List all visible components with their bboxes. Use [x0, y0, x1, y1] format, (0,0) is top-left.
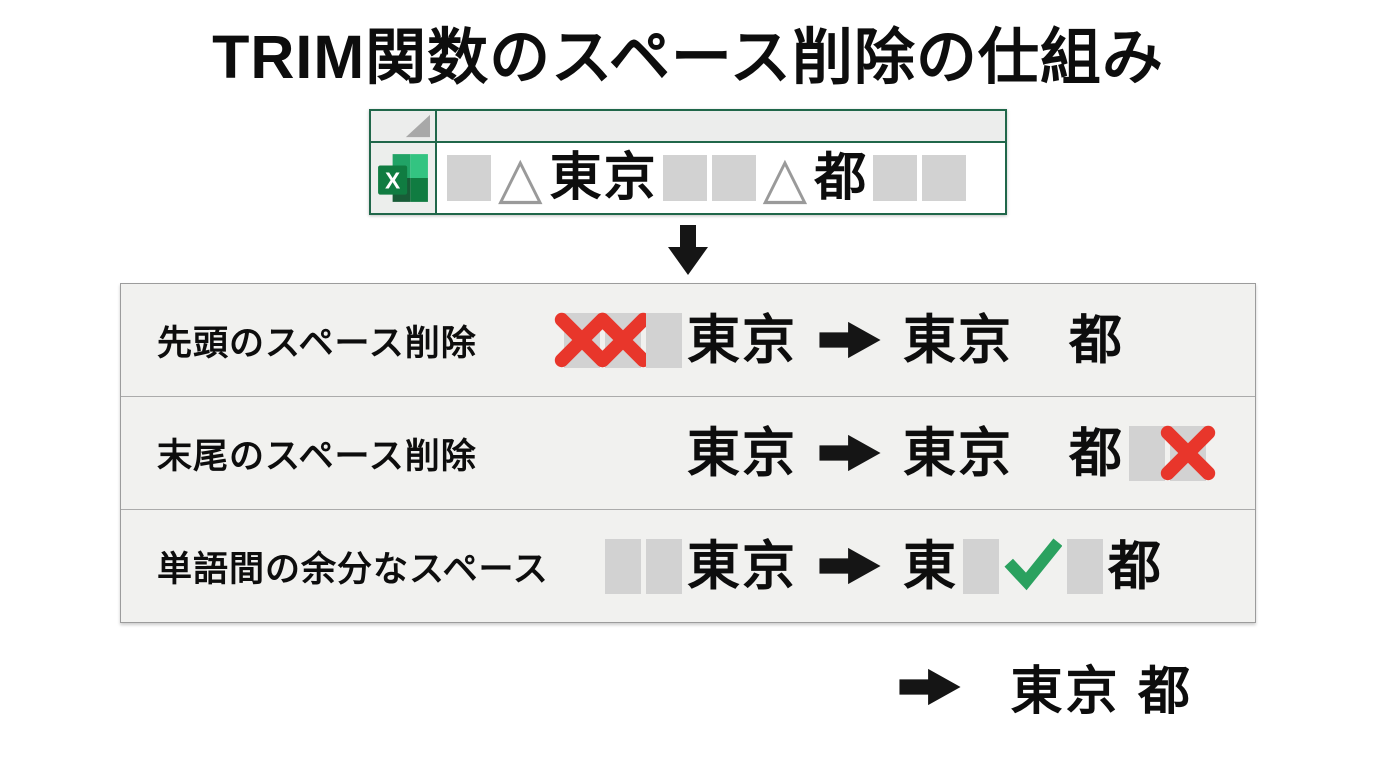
page-title: TRIM関数のスペース削除の仕組み: [212, 23, 1164, 91]
text-token: 東京: [903, 310, 1013, 370]
space-box: [447, 155, 491, 202]
select-all-triangle-icon: [405, 114, 430, 138]
rule-row-leading-spaces: 先頭のスペース削除 東京 東京都: [121, 284, 1255, 396]
space-box: [873, 155, 918, 202]
space-gap: [1018, 335, 1064, 345]
rule-before-tokens: 東京: [549, 536, 797, 596]
space-box: [662, 155, 707, 202]
space-box: [605, 538, 641, 594]
rule-before-tokens: 東京: [477, 427, 797, 480]
space-box: [1067, 538, 1103, 594]
down-arrow-icon: [668, 225, 708, 276]
text-token: 東京: [687, 310, 797, 370]
text-token: 東: [903, 536, 958, 596]
right-arrow-icon: [899, 668, 961, 705]
text-token: 東京: [687, 536, 797, 596]
check-icon: [1004, 537, 1062, 595]
excel-header-row: [371, 111, 1005, 144]
space-box: [646, 312, 682, 368]
text-token: 都: [1108, 536, 1163, 596]
cell-content-tokens: △東京△都: [437, 143, 1005, 214]
removed-space-box: [554, 312, 610, 368]
text-token: 東京: [903, 423, 1013, 483]
space-box: [646, 538, 682, 594]
svg-text:X: X: [385, 167, 401, 193]
text-token: 都: [1069, 310, 1124, 370]
rule-label: 末尾のスペース削除: [157, 436, 477, 476]
red-x-icon: [595, 312, 651, 368]
trim-infographic: TRIM関数のスペース削除の仕組み X △東京△都: [0, 23, 1376, 768]
red-x-icon: [1160, 425, 1216, 481]
rule-row-trailing-spaces: 末尾のスペース削除 東京 東京都: [121, 396, 1255, 509]
space-box: [922, 155, 967, 202]
right-arrow-icon: [819, 321, 881, 359]
excel-cell-widget: X △東京△都: [369, 109, 1007, 216]
final-result-line: 東京 都: [121, 649, 1255, 724]
green-check-icon: [1004, 538, 1062, 591]
removed-space-box: [1160, 425, 1216, 481]
rule-after-tokens: 東都: [903, 537, 1255, 595]
rule-after-tokens: 東京都: [903, 314, 1255, 367]
text-token: 都: [1069, 423, 1124, 483]
space-box: [711, 155, 756, 202]
red-x-icon: [554, 312, 610, 368]
half-space-triangle-icon: △: [762, 145, 808, 211]
rule-after-tokens: 東京都: [903, 423, 1255, 483]
excel-data-row: X △東京△都: [371, 143, 1005, 214]
space-gap: [1018, 448, 1064, 458]
text-token: 東京: [549, 149, 658, 208]
select-all-cell: [371, 111, 437, 142]
rule-row-extra-spaces-between-words: 単語間の余分なスペース 東京 東都: [121, 509, 1255, 622]
trim-rules-table: 先頭のスペース削除 東京 東京都 末尾のスペース削除 東京 東京都 単語間の余分…: [120, 283, 1256, 624]
text-token: 都: [814, 149, 869, 208]
removed-space-box: [595, 312, 651, 368]
row-header-cell: X: [371, 143, 437, 214]
space-box: [963, 538, 999, 594]
excel-logo-icon: X: [378, 154, 428, 202]
rule-label: 先頭のスペース削除: [157, 323, 477, 363]
text-token: 東京: [687, 423, 797, 483]
right-arrow-icon: [819, 434, 881, 472]
rule-before-tokens: 東京: [477, 310, 797, 370]
rule-label: 単語間の余分なスペース: [157, 549, 549, 589]
right-arrow-icon: [819, 547, 881, 585]
space-box: [1129, 425, 1165, 481]
half-space-triangle-icon: △: [498, 145, 543, 211]
final-result-text: 東京 都: [1010, 663, 1193, 722]
column-header-cell: [437, 111, 1005, 141]
